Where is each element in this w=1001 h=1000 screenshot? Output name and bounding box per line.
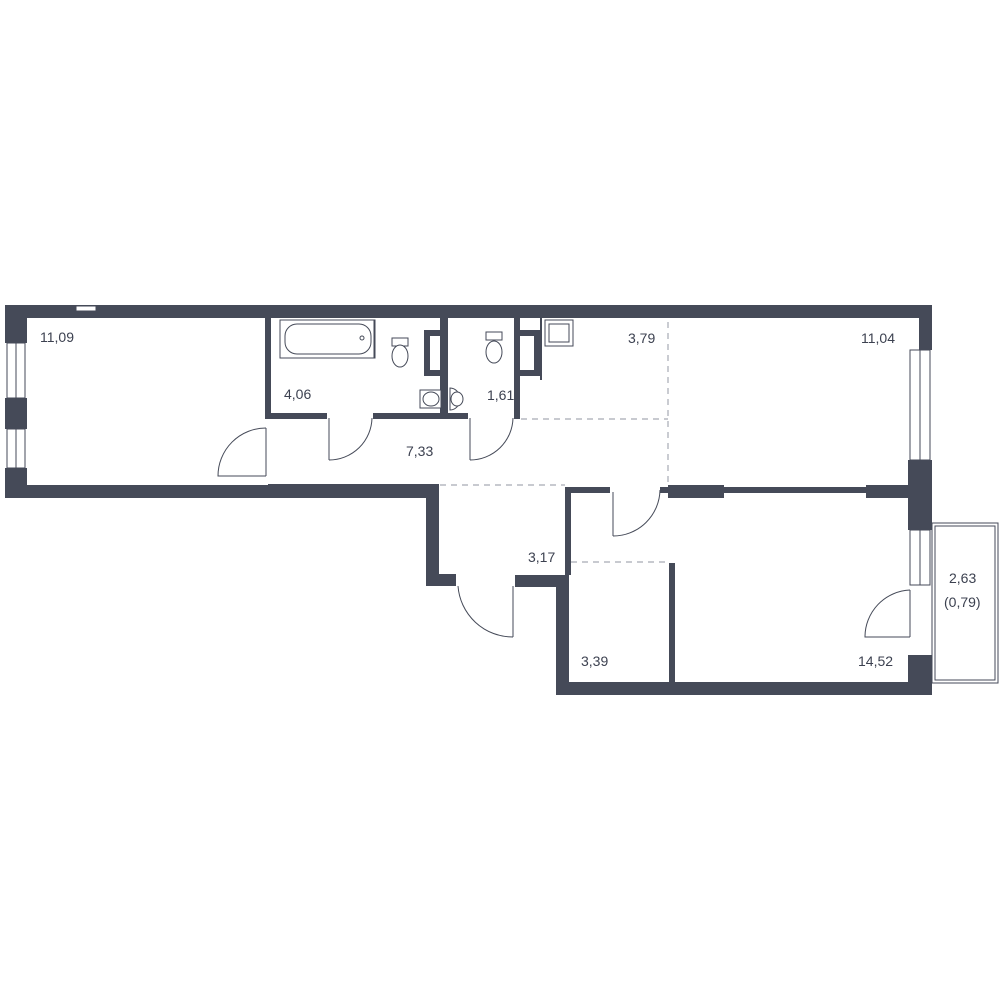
room-left-area: 11,09 bbox=[40, 329, 74, 345]
toilet-area: 1,61 bbox=[487, 387, 514, 403]
walls bbox=[5, 305, 932, 695]
zone-lines bbox=[440, 322, 669, 563]
fixtures bbox=[279, 319, 574, 411]
room-bottom-area: 14,52 bbox=[858, 653, 893, 669]
bathroom-area: 4,06 bbox=[284, 386, 311, 402]
windows bbox=[6, 305, 931, 586]
balcony-outline bbox=[931, 522, 999, 684]
room-right-area: 11,04 bbox=[861, 330, 895, 346]
balcony-area: 2,63 bbox=[949, 570, 976, 586]
storage-area: 3,39 bbox=[581, 653, 608, 669]
kitchen-area: 3,79 bbox=[628, 330, 655, 346]
balcony-reduced-area: (0,79) bbox=[944, 594, 981, 610]
corridor-area: 3,17 bbox=[528, 549, 555, 565]
room-labels: 11,09 4,06 1,61 3,79 11,04 7,33 3,17 3,3… bbox=[40, 329, 981, 669]
hall-area: 7,33 bbox=[406, 443, 433, 459]
doors bbox=[217, 417, 911, 638]
